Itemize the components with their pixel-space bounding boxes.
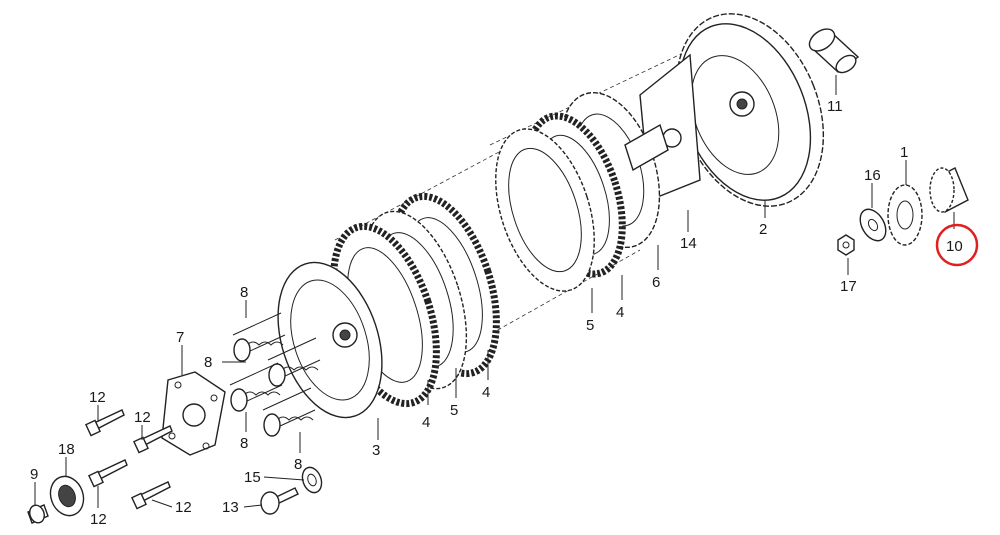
callout-12c: 12 — [90, 511, 107, 528]
part-12-bolts — [85, 409, 173, 510]
part-16-washer — [859, 208, 887, 242]
part-13-center-bolt — [260, 487, 299, 515]
callout-4a: 4 — [422, 414, 430, 431]
part-9-lifter-rod — [27, 504, 49, 524]
part-2-clutch-outer — [639, 13, 825, 207]
callout-8a: 8 — [240, 284, 248, 301]
part-1-gear — [887, 184, 923, 246]
callout-8d: 8 — [294, 456, 302, 473]
callout-16: 16 — [864, 167, 881, 184]
callout-8b: 8 — [204, 354, 212, 371]
callout-5b: 5 — [586, 317, 594, 334]
callout-2: 2 — [759, 221, 767, 238]
callout-labels: 1 2 3 4 4 4 5 5 6 7 8 8 8 8 9 10 11 12 1… — [30, 98, 963, 528]
callout-1: 1 — [900, 144, 908, 161]
callout-12a: 12 — [89, 389, 106, 406]
part-18-bearing — [49, 475, 85, 517]
part-7-lifter-plate — [161, 371, 226, 456]
callout-4b: 4 — [482, 384, 490, 401]
part-17-nut — [837, 234, 855, 256]
callout-9: 9 — [30, 466, 38, 483]
callout-6: 6 — [652, 274, 660, 291]
part-8-springs — [229, 312, 321, 437]
callout-5a: 5 — [450, 402, 458, 419]
part-14-pin — [624, 123, 669, 172]
callout-4c: 4 — [616, 304, 624, 321]
callout-13: 13 — [222, 499, 239, 516]
part-10-gear — [929, 167, 969, 213]
callout-12b: 12 — [134, 409, 151, 426]
part-11-bushing — [808, 28, 860, 74]
part-15-washer — [301, 466, 323, 494]
callout-leader-lines — [34, 75, 955, 508]
part-5-plate-upper — [495, 128, 595, 292]
callout-8c: 8 — [240, 435, 248, 452]
callout-12d: 12 — [175, 499, 192, 516]
callout-10: 10 — [946, 238, 963, 255]
part-3-pressure-plate — [277, 261, 383, 419]
callout-15: 15 — [244, 469, 261, 486]
callout-18: 18 — [58, 441, 75, 458]
callout-11: 11 — [827, 98, 843, 115]
callout-14: 14 — [680, 235, 697, 252]
callout-10-highlight-ring — [935, 223, 979, 267]
callout-3: 3 — [372, 442, 380, 459]
callout-7: 7 — [176, 329, 184, 346]
callout-17: 17 — [840, 278, 857, 295]
